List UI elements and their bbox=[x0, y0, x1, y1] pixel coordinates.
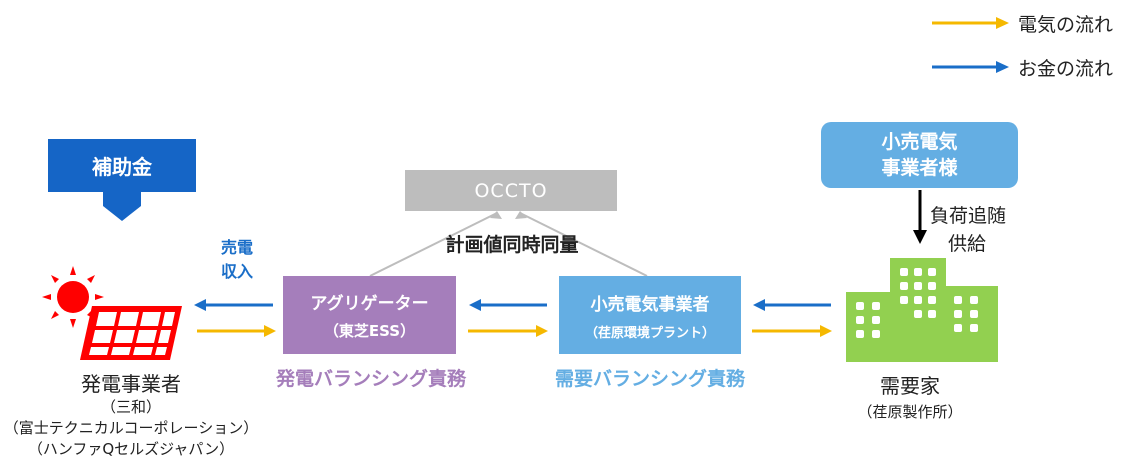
customer-company: （荏原製作所） bbox=[857, 403, 963, 421]
generator-company-3: （ハンファQセルズジャパン） bbox=[27, 440, 235, 458]
sales-income-line2: 収入 bbox=[220, 262, 253, 281]
occto-box: OCCTO bbox=[405, 170, 617, 211]
sales-income-line1: 売電 bbox=[220, 238, 253, 257]
occto-label: OCCTO bbox=[474, 179, 548, 202]
subsidy-box: 補助金 bbox=[48, 139, 196, 192]
customer-block: 需要家 （荏原製作所） bbox=[835, 370, 985, 422]
electricity-arrow-icon bbox=[932, 17, 1009, 29]
retail-customer-line2: 事業者様 bbox=[881, 157, 958, 179]
aggregator-box: アグリゲーター （東芝ESS） bbox=[283, 276, 456, 354]
generator-company-1: （三和） bbox=[100, 398, 161, 416]
subsidy-down-arrow bbox=[103, 192, 141, 221]
load-supply-line1: 負荷追随 bbox=[930, 205, 1007, 227]
generator-block: 発電事業者 （三和） （富士テクニカルコーポレーション） （ハンファQセルズジャ… bbox=[0, 368, 262, 460]
load-supply-line2: 供給 bbox=[947, 233, 986, 255]
retailer-box: 小売電気事業者 （荏原環境プラント） bbox=[559, 276, 741, 354]
sun-icon bbox=[42, 266, 104, 328]
plan-value-label: 計画値同時同量 bbox=[445, 234, 579, 256]
solar-panel-icon bbox=[80, 306, 182, 360]
subsidy-label: 補助金 bbox=[92, 155, 152, 179]
retail-customer-line1: 小売電気 bbox=[881, 131, 958, 153]
legend-money-label: お金の流れ bbox=[1018, 57, 1114, 80]
generator-company-2: （富士テクニカルコーポレーション） bbox=[3, 419, 259, 437]
retailer-title: 小売電気事業者 bbox=[590, 294, 710, 315]
retailer-company: （荏原環境プラント） bbox=[584, 325, 715, 341]
sales-income-label: 売電 収入 bbox=[207, 236, 267, 284]
generation-balancing-duty: 発電バランシング責務 bbox=[275, 368, 466, 390]
retail-to-occto-line bbox=[519, 212, 648, 277]
load-supply-label: 負荷追随 供給 bbox=[930, 202, 1007, 258]
generator-name: 発電事業者 bbox=[81, 372, 181, 396]
retail-customer-box: 小売電気 事業者様 bbox=[821, 122, 1018, 188]
legend-electricity: 電気の流れ bbox=[932, 11, 1114, 36]
customer-name: 需要家 bbox=[880, 374, 940, 398]
legend-electricity-label: 電気の流れ bbox=[1018, 13, 1114, 36]
agg-to-occto-line bbox=[369, 212, 498, 277]
legend-money: お金の流れ bbox=[932, 55, 1114, 80]
building-icon bbox=[846, 258, 998, 362]
aggregator-company: （東芝ESS） bbox=[323, 322, 416, 340]
demand-balancing-duty: 需要バランシング責務 bbox=[554, 368, 745, 390]
money-arrow-icon bbox=[932, 61, 1009, 73]
aggregator-title: アグリゲーター bbox=[310, 294, 429, 314]
